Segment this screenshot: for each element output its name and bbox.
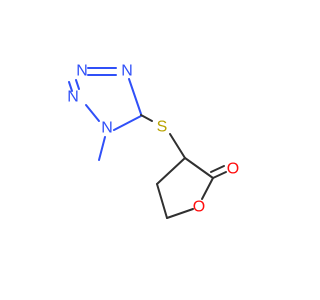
atom-n3: N <box>121 63 133 80</box>
atom-o-ring: O <box>193 199 205 216</box>
bond-oring-c5 <box>166 208 194 219</box>
atom-n4: N <box>67 89 79 106</box>
bond-c2-ocarbonyl <box>212 171 227 179</box>
atom-n2: N <box>76 63 88 80</box>
bond-c5-s <box>140 114 153 122</box>
bond-c2-oring <box>201 177 214 200</box>
atom-s: S <box>157 119 168 136</box>
atom-n1: N <box>101 120 113 137</box>
bond-n3-c5 <box>128 78 142 115</box>
bond-c4-c3 <box>156 157 186 185</box>
bond-n4-n2 <box>75 79 80 90</box>
bond-s-c3 <box>169 133 186 159</box>
bond-c5-n1 <box>113 115 142 131</box>
bond-n4-n2-double <box>68 81 73 92</box>
bond-c2-ocarbonyl-double <box>210 165 225 173</box>
bond-n1-n4 <box>85 104 100 122</box>
bond-n1-methyl <box>98 136 106 161</box>
molecule-svg: N N N N S O O <box>67 63 239 219</box>
bond-c5-c4 <box>156 183 168 219</box>
atom-o-carbonyl: O <box>227 161 239 178</box>
molecule-diagram: N N N N S O O <box>67 63 239 219</box>
bond-c3-c2 <box>184 157 214 179</box>
